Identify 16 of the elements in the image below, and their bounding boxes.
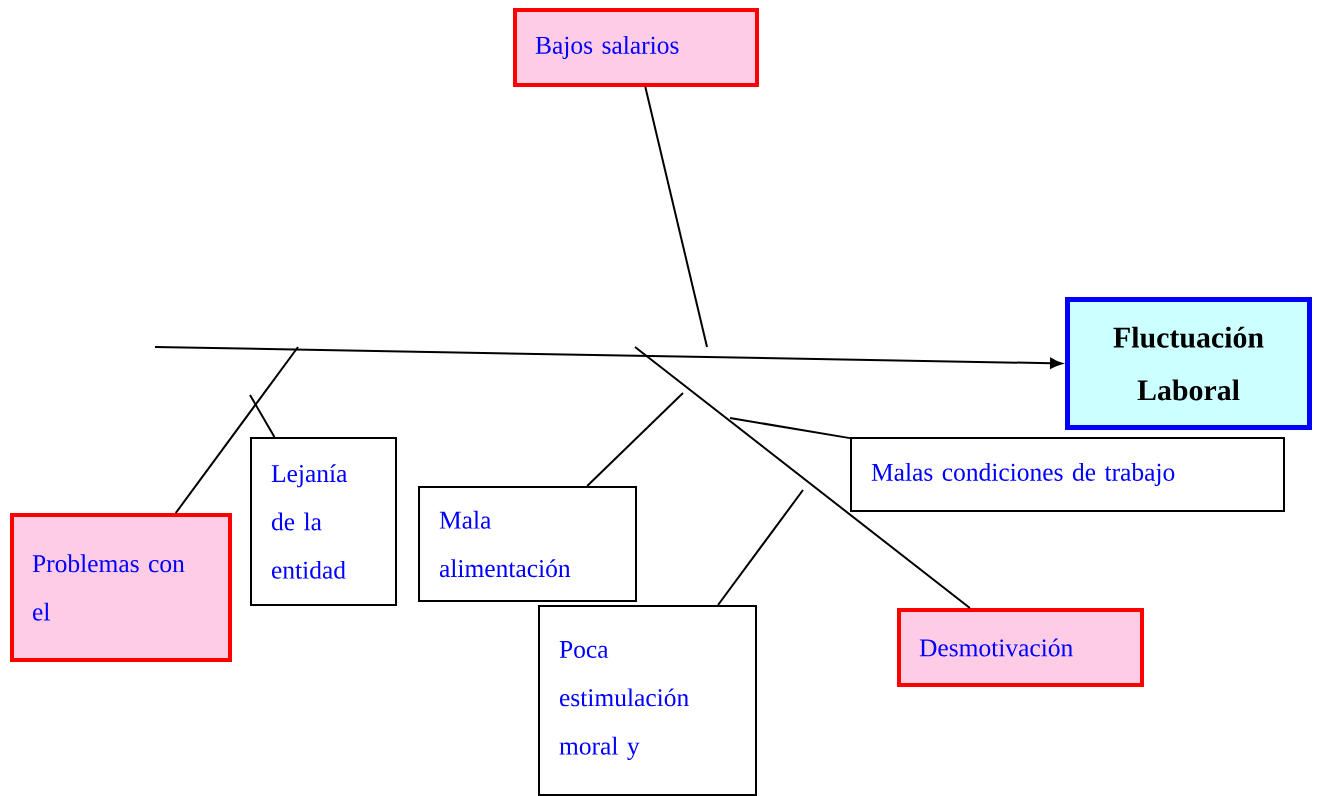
bone-line [634,346,971,609]
bone-line [717,489,804,606]
bone-line [644,86,708,348]
cause-box: Malas condiciones de trabajo [850,437,1285,512]
cause-box: Lejanía de la entidad [250,437,397,606]
bone-line [174,346,299,514]
cause-box: Mala alimentación [418,486,637,602]
effect-box: Fluctuación Laboral [1065,297,1312,430]
cause-box: Desmotivación [897,608,1144,687]
cause-box: Problemas con el [10,513,232,662]
bone-line [249,394,276,438]
bone-line [586,392,684,487]
bone-line [729,417,851,440]
arrow [154,346,1063,369]
cause-box: Poca estimulación moral y [538,605,757,796]
cause-box: Bajos salarios [513,8,759,87]
